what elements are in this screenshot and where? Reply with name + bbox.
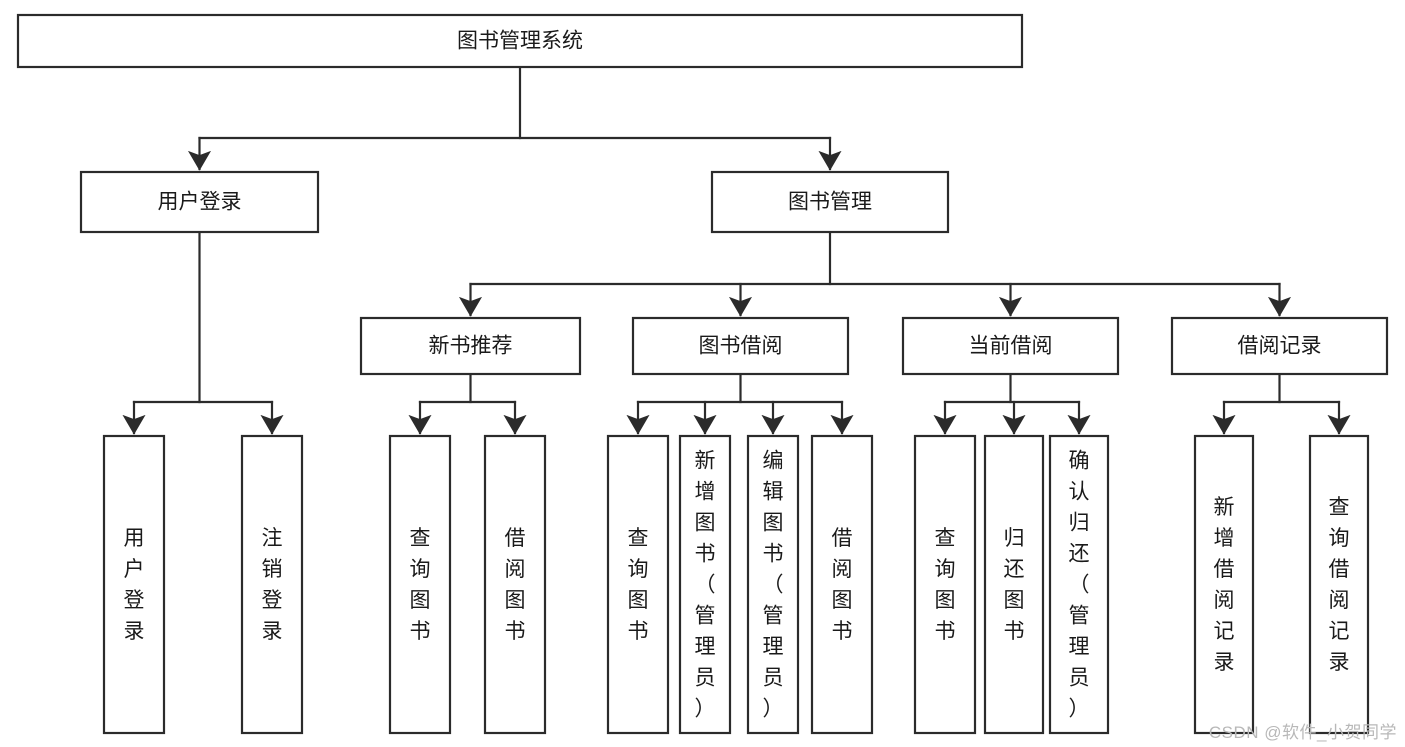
- node-rect: [483, 434, 547, 735]
- node-rect: [746, 434, 800, 735]
- node-e794a8e688b7e799bbe5bd95[interactable]: 用户登录: [102, 434, 166, 735]
- node-e5809fe99885e8aeb0e5bd95[interactable]: 借阅记录: [1170, 316, 1389, 376]
- node-rect: [710, 170, 950, 234]
- node-e59bbee4b9a6e7aea1e79086[interactable]: 图书管理: [710, 170, 950, 234]
- node-e69fa5e8afa2e59bbee4b9a6[interactable]: 查询图书: [606, 434, 670, 735]
- node-label: 查询图书: [410, 527, 431, 643]
- node-label: 注销登录: [262, 527, 283, 643]
- node-label: 查询图书: [935, 527, 956, 643]
- node-rect: [388, 434, 452, 735]
- node-rect: [983, 434, 1045, 735]
- node-rect: [102, 434, 166, 735]
- node-e5bd93e5898de5809fe99885[interactable]: 当前借阅: [901, 316, 1120, 376]
- node-rect: [1193, 434, 1255, 735]
- node-label: 新增图书（管理员）: [695, 450, 716, 721]
- node-rect: [901, 316, 1120, 376]
- node-rect: [79, 170, 320, 234]
- node-e6b3a8e99480e799bbe5bd95[interactable]: 注销登录: [240, 434, 304, 735]
- node-rect: [1308, 434, 1370, 735]
- node-e59bbee4b9a6e5809fe99885[interactable]: 图书借阅: [631, 316, 850, 376]
- node-e5bd92e8bf98e59bbee4b9a6[interactable]: 归还图书: [983, 434, 1045, 735]
- node-e5809fe99885e59bbee4b9a6[interactable]: 借阅图书: [483, 434, 547, 735]
- node-rect: [913, 434, 977, 735]
- node-label: 编辑图书（管理员）: [763, 450, 784, 721]
- node-label: 图书管理: [788, 191, 872, 214]
- node-label: 查询借阅记录: [1329, 496, 1350, 674]
- node-label: 当前借阅: [969, 335, 1053, 358]
- node-label: 图书管理系统: [457, 30, 583, 53]
- node-label: 归还图书: [1004, 527, 1025, 643]
- node-label: 查询图书: [628, 527, 649, 643]
- node-e69fa5e8afa2e59bbee4b9a6[interactable]: 查询图书: [388, 434, 452, 735]
- node-label: 借阅图书: [505, 527, 526, 643]
- node-label: 借阅图书: [832, 527, 853, 643]
- node-rect: [631, 316, 850, 376]
- node-e7bc96e8be91e59bbee4b9a6[interactable]: 编辑图书（管理员）: [746, 434, 800, 735]
- node-e5809fe99885e59bbee4b9a6[interactable]: 借阅图书: [810, 434, 874, 735]
- node-label: 新书推荐: [429, 335, 513, 358]
- node-e696b0e4b9a6e68ea8e88d90[interactable]: 新书推荐: [359, 316, 582, 376]
- node-e7a1aee8aea4e5bd92e8bf98[interactable]: 确认归还（管理员）: [1048, 434, 1110, 735]
- connector-edges: [122, 65, 1351, 435]
- node-label: 用户登录: [124, 527, 145, 643]
- csdn-watermark: CSDN @软件_小贺同学: [1208, 723, 1397, 742]
- node-e69fa5e8afa2e5809fe99885[interactable]: 查询借阅记录: [1308, 434, 1370, 735]
- node-e794a8e688b7e799bbe5bd95[interactable]: 用户登录: [79, 170, 320, 234]
- node-rect: [810, 434, 874, 735]
- node-rect: [240, 434, 304, 735]
- node-rect: [1048, 434, 1110, 735]
- node-e696b0e5a29ee5809fe99885[interactable]: 新增借阅记录: [1193, 434, 1255, 735]
- node-label: 借阅记录: [1238, 335, 1322, 358]
- node-e69fa5e8afa2e59bbee4b9a6[interactable]: 查询图书: [913, 434, 977, 735]
- node-rect: [16, 13, 1024, 69]
- node-boxes: 图书管理系统用户登录用户登录注销登录图书管理新书推荐查询图书借阅图书图书借阅查询…: [16, 13, 1389, 735]
- node-rect: [606, 434, 670, 735]
- node-label: 确认归还（管理员）: [1069, 450, 1090, 721]
- node-rect: [359, 316, 582, 376]
- node-label: 图书借阅: [699, 335, 783, 358]
- node-e59bbee4b9a6e7aea1e79086[interactable]: 图书管理系统: [16, 13, 1024, 69]
- node-label: 用户登录: [158, 191, 242, 214]
- node-e696b0e5a29ee59bbee4b9a6[interactable]: 新增图书（管理员）: [678, 434, 732, 735]
- node-label: 新增借阅记录: [1214, 496, 1235, 674]
- node-rect: [678, 434, 732, 735]
- node-rect: [1170, 316, 1389, 376]
